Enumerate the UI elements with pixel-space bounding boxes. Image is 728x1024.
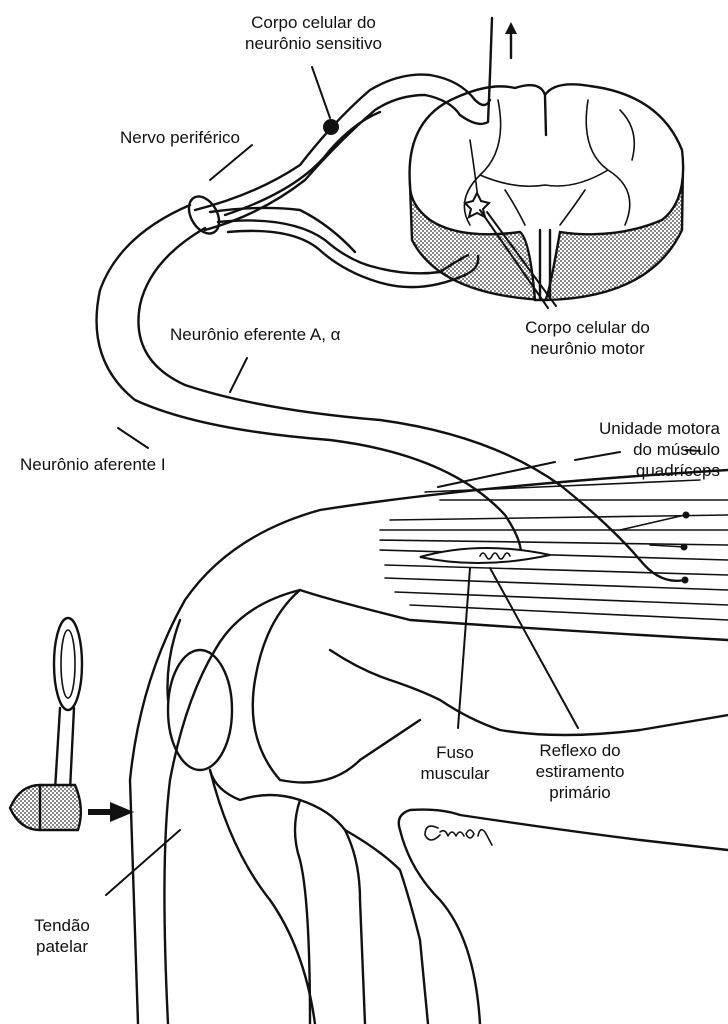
label-motor-unit: Unidade motora do músculo quadríceps: [540, 418, 720, 481]
label-muscle-spindle: Fuso muscular: [400, 742, 510, 784]
label-stretch-reflex: Reflexo do estiramento primário: [520, 740, 640, 803]
label-sensory-cell-body: Corpo celular do neurônio sensitivo: [226, 12, 401, 54]
label-peripheral-nerve: Nervo periférico: [120, 127, 240, 148]
label-efferent-neuron: Neurônio eferente A, α: [170, 324, 341, 345]
label-motor-cell-body: Corpo celular do neurônio motor: [500, 317, 675, 359]
label-afferent-neuron: Neurônio aferente I: [20, 454, 166, 475]
label-patellar-tendon: Tendão patelar: [22, 915, 102, 957]
